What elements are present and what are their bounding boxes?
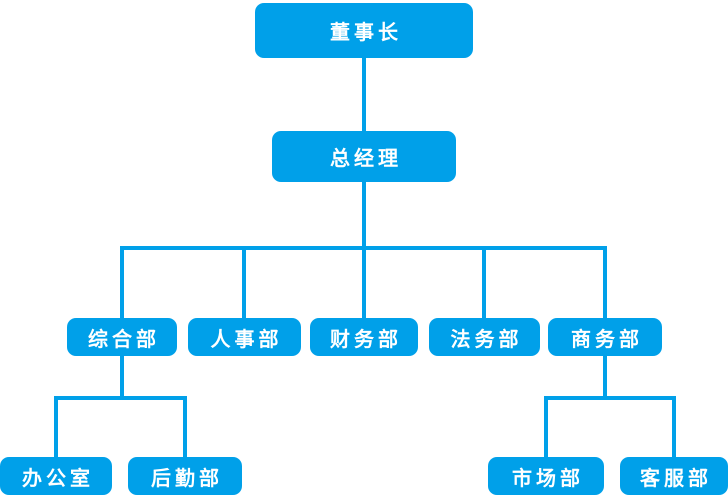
org-node-hr-dept: 人事部	[188, 318, 301, 356]
connector-drop-office	[54, 396, 58, 457]
connector-drop-logistics	[183, 396, 187, 457]
org-node-customer-service-dept: 客服部	[620, 457, 728, 495]
connector-chairman-gm	[362, 58, 366, 131]
org-node-finance-dept: 财务部	[310, 318, 418, 356]
connector-departments-hline	[120, 246, 607, 250]
org-node-general-dept: 综合部	[67, 318, 177, 356]
org-node-legal-dept: 法务部	[429, 318, 540, 356]
org-node-chairman: 董事长	[255, 3, 473, 58]
connector-drop-customer-service	[672, 396, 676, 457]
org-node-office: 办公室	[0, 457, 112, 495]
org-node-general-manager: 总经理	[272, 131, 456, 182]
connector-business-dept-stem	[603, 356, 607, 398]
connector-right-subtree-hline	[544, 396, 676, 400]
org-node-logistics-dept: 后勤部	[128, 457, 242, 495]
org-node-business-dept: 商务部	[548, 318, 662, 356]
connector-drop-business-dept	[603, 246, 607, 318]
connector-drop-general-dept	[120, 246, 124, 318]
connector-gm-to-departments	[362, 182, 366, 318]
org-node-marketing-dept: 市场部	[488, 457, 604, 495]
connector-drop-legal-dept	[482, 246, 486, 318]
connector-left-subtree-hline	[54, 396, 187, 400]
connector-drop-marketing	[544, 396, 548, 457]
connector-drop-hr-dept	[242, 246, 246, 318]
connector-general-dept-stem	[120, 356, 124, 398]
